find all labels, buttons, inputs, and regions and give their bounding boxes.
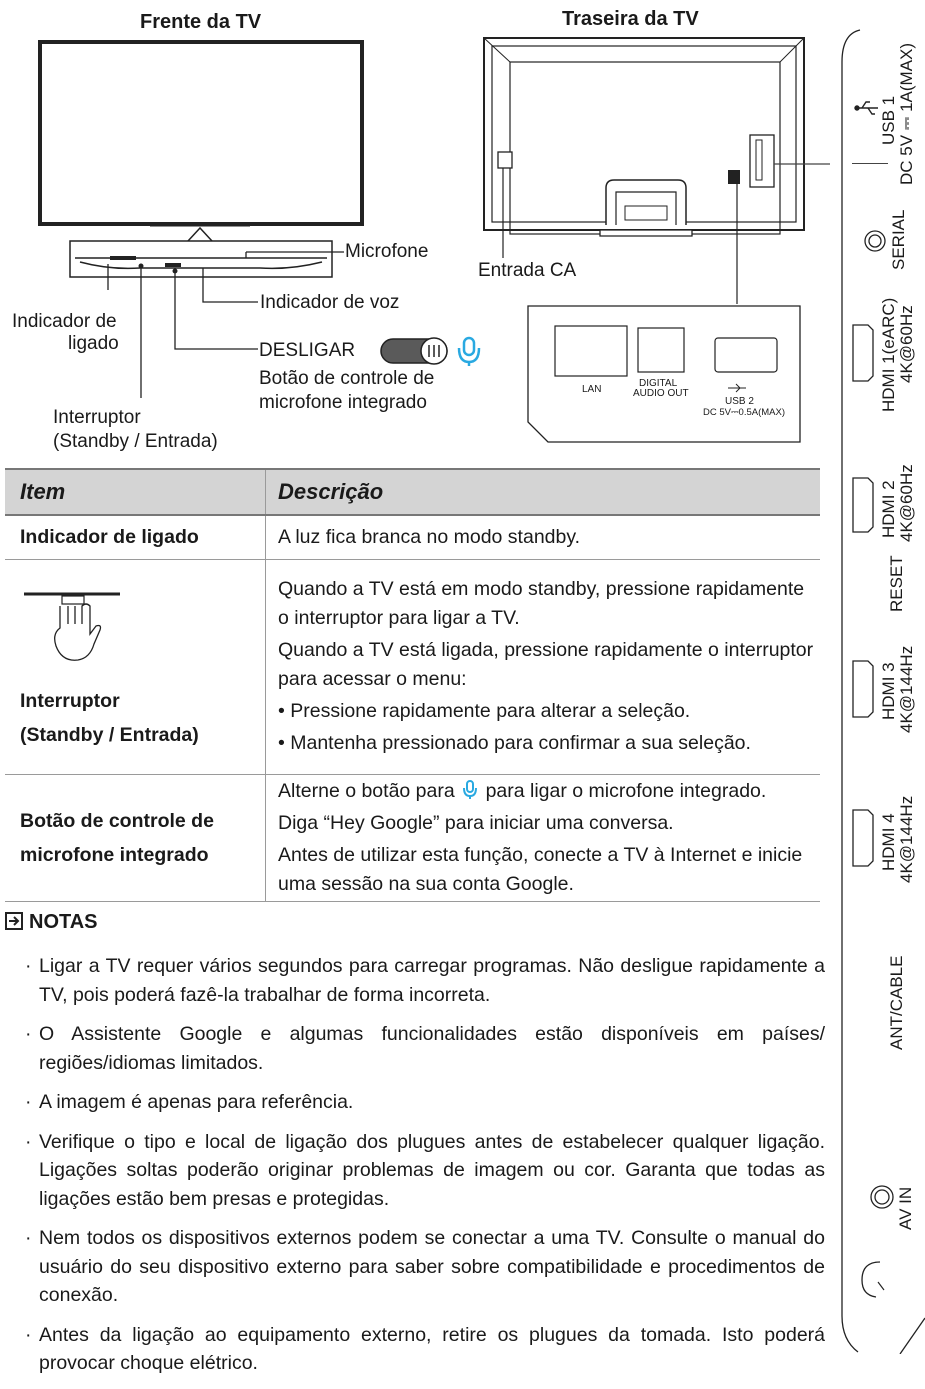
switch-label-1: Interruptor (53, 407, 141, 428)
usb2-label: USB 2 (725, 396, 754, 407)
hdmi1-port-icon (852, 324, 874, 382)
mic-button-label-1: Botão de controle de (259, 368, 435, 389)
row1-item: Indicador de ligado (5, 514, 266, 560)
notes-list: Ligar a TV requer vários segundos para c… (5, 952, 825, 1389)
hdmi4-label: HDMI 4 (879, 813, 898, 871)
description-table: Item Descrição Indicador de ligado A luz… (5, 468, 820, 902)
usb2-spec-label: DC 5V⎓0.5A(MAX) (703, 407, 786, 418)
hdmi2-port-icon (852, 477, 874, 533)
power-indicator-label-2: ligado (68, 333, 119, 354)
headphone-icon (861, 1261, 881, 1298)
list-item: Antes da ligação ao equipamento externo,… (5, 1321, 825, 1378)
ant-cable-label: ANT/CABLE (887, 955, 906, 1050)
hdmi1-spec-label: 4K@60Hz (897, 305, 916, 383)
row2-desc-1: Quando a TV está em modo standby, pressi… (278, 578, 805, 629)
av-in-jack-icon (870, 1185, 894, 1209)
usb-icon (854, 101, 878, 115)
hdmi2-spec-label: 4K@60Hz (897, 464, 916, 542)
usb1-spec-label: DC 5V ⎓ 1A(MAX) (897, 42, 916, 185)
hdmi2-label: HDMI 2 (879, 480, 898, 538)
row2-desc-3: • Pressione rapidamente para alterar a s… (278, 700, 691, 722)
hdmi3-port-icon (852, 660, 874, 718)
row3-desc-3: Antes de utilizar esta função, conecte a… (278, 843, 803, 895)
hdmi4-port-icon (852, 809, 874, 867)
switch-label-2: (Standby / Entrada) (53, 431, 218, 452)
table-row: Interruptor (Standby / Entrada) Quando a… (5, 558, 820, 775)
voice-indicator-label: Indicador de voz (260, 292, 400, 313)
av-in-label: AV IN (896, 1186, 915, 1230)
microphone-icon (457, 336, 481, 366)
reset-label: RESET (887, 555, 906, 612)
usb1-connector-line (852, 163, 888, 164)
row2-desc-2: Quando a TV está ligada, pressione rapid… (278, 639, 814, 690)
row2-desc-4: • Mantenha pressionado para confirmar a … (278, 732, 751, 754)
row3-desc-1-pre: Alterne o botão para (278, 779, 455, 802)
hdmi1-label: HDMI 1(eARC) (879, 297, 898, 412)
mic-button-label-2: microfone integrado (259, 392, 427, 413)
row3-desc-2: Diga “Hey Google” para iniciar uma conve… (278, 811, 674, 834)
list-item: Ligar a TV requer vários segundos para c… (5, 952, 825, 1009)
digital-audio-label-2: AUDIO OUT (633, 388, 689, 399)
digital-audio-label-1: DIGITAL (639, 378, 678, 389)
row2-item-line2: (Standby / Entrada) (20, 723, 199, 746)
microphone-label: Microfone (345, 241, 429, 262)
power-indicator-label-1: Indicador de (12, 311, 117, 332)
hdmi3-label: HDMI 3 (879, 662, 898, 720)
notes-heading-text: NOTAS (29, 911, 98, 933)
list-item: Nem todos os dispositivos externos podem… (5, 1224, 825, 1310)
back-tv-diagram (483, 37, 830, 443)
hdmi4-spec-label: 4K@144Hz (897, 795, 916, 883)
header-item: Item (5, 468, 266, 516)
front-title: Frente da TV (140, 11, 262, 33)
press-switch-hand-icon (24, 592, 120, 661)
table-row: Indicador de ligado A luz fica branca no… (5, 514, 820, 560)
serial-jack-icon (864, 230, 886, 252)
table-row: Botão de controle de microfone integrado… (5, 773, 820, 902)
row3-item-line1: Botão de controle de (20, 809, 214, 832)
serial-label: SERIAL (889, 209, 908, 270)
table-header-row: Item Descrição (5, 468, 820, 516)
header-description: Descrição (265, 468, 820, 516)
note-arrow-icon (5, 912, 23, 930)
lan-label: LAN (582, 384, 602, 395)
microphone-icon (463, 779, 478, 799)
row2-item-line1: Interruptor (20, 689, 120, 712)
list-item: O Assistente Google e algumas funcionali… (5, 1020, 825, 1077)
side-port-panel (841, 29, 925, 1354)
ac-input-label: Entrada CA (478, 260, 577, 281)
mic-off-label: DESLIGAR (259, 340, 356, 361)
front-tv-diagram (38, 40, 481, 398)
hdmi3-spec-label: 4K@144Hz (897, 645, 916, 733)
back-title: Traseira da TV (562, 8, 699, 30)
list-item: Verifique o tipo e local de ligação dos … (5, 1128, 825, 1214)
row1-desc: A luz fica branca no modo standby. (265, 514, 820, 560)
usb1-label: USB 1 (879, 95, 898, 145)
notes-heading: NOTAS (5, 911, 98, 934)
list-item: A imagem é apenas para referência. (5, 1088, 825, 1117)
row3-item-line2: microfone integrado (20, 843, 209, 866)
row3-desc-1-post: para ligar o microfone integrado. (485, 779, 767, 802)
